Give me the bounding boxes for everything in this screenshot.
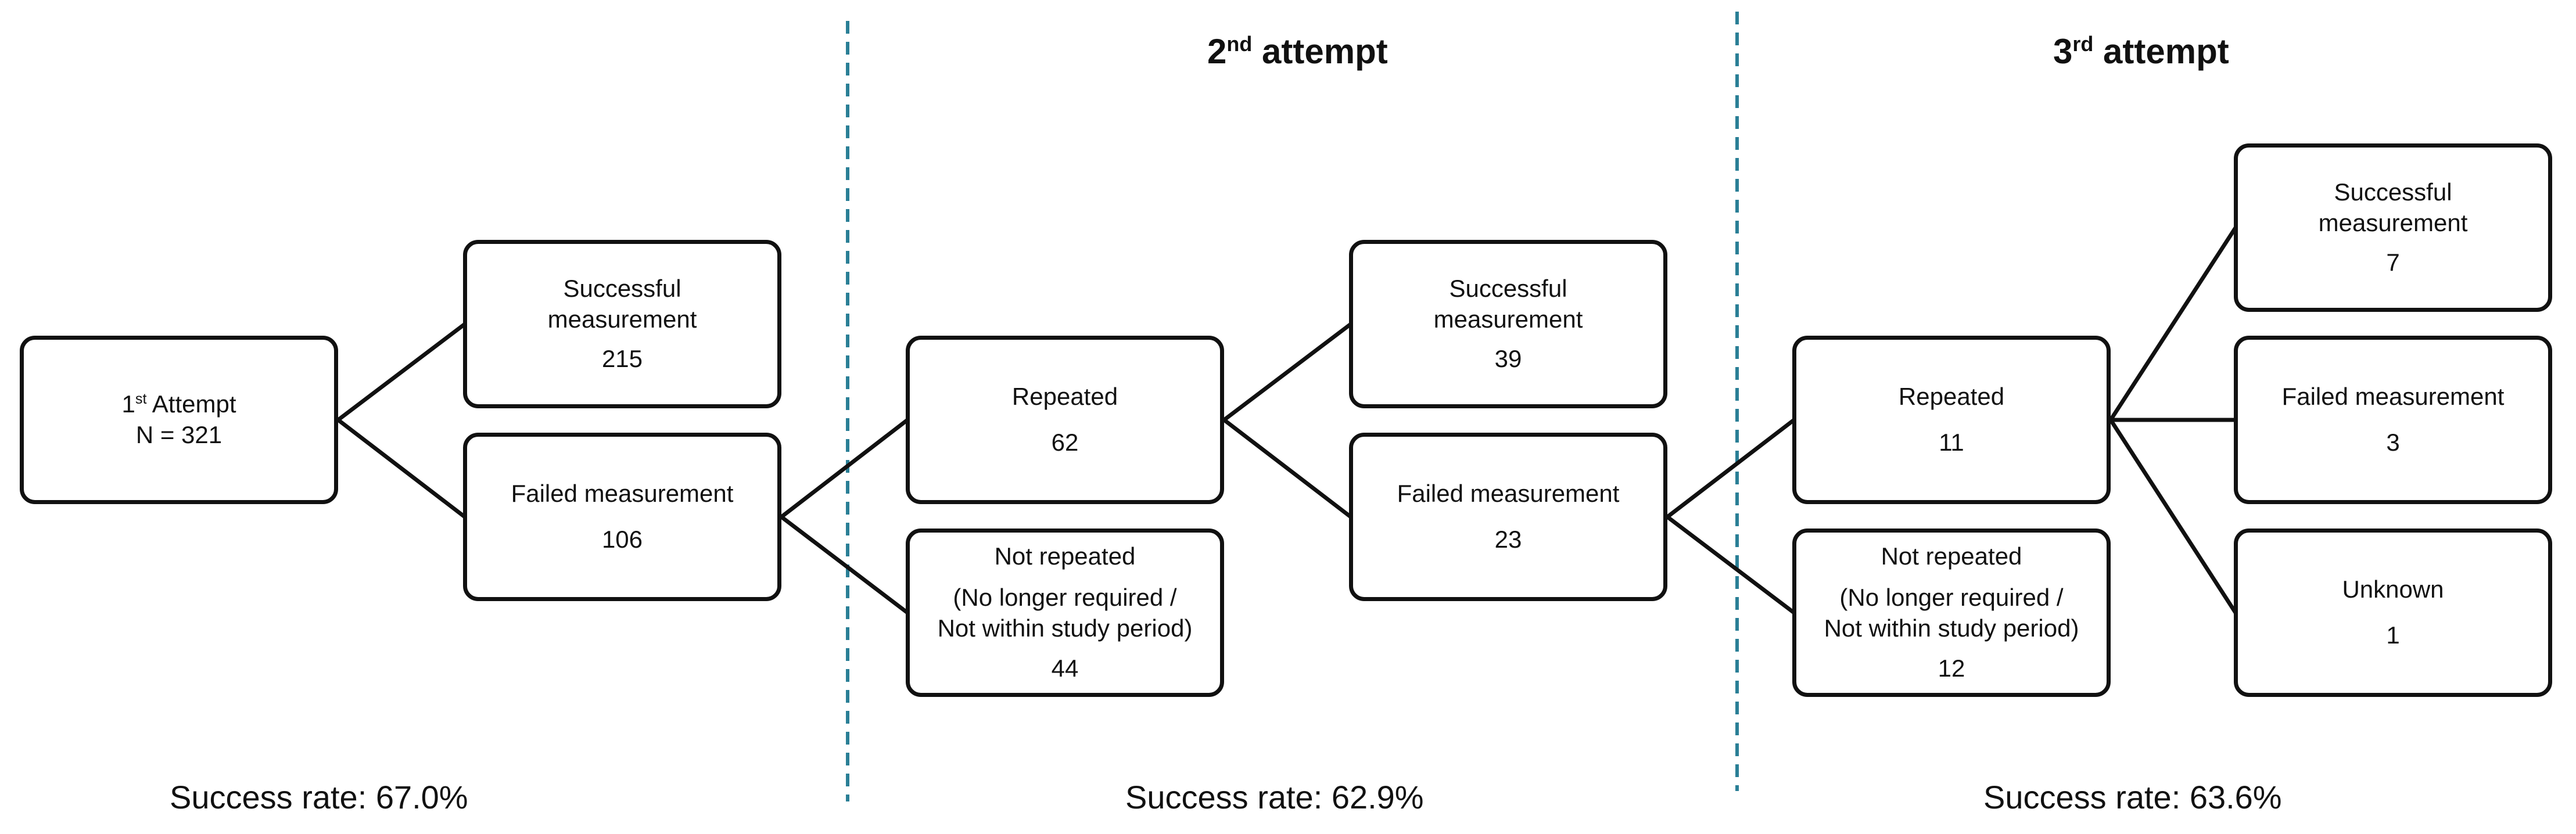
failed-2-count: 23 — [1494, 526, 1522, 553]
header-third-attempt: 3rd attempt — [2053, 32, 2229, 71]
header-second-attempt: 2nd attempt — [1207, 32, 1388, 71]
connector-failed1-repeated2 — [780, 418, 909, 519]
connector-failed1-notrepeated2 — [780, 515, 909, 614]
node-failed-2: Failed measurement 23 — [1349, 433, 1667, 601]
failed-1-label: Failed measurement — [511, 480, 734, 508]
node-not-repeated-3: Not repeated (No longer required / Not w… — [1792, 529, 2111, 697]
failed-3-count: 3 — [2386, 429, 2400, 456]
success-2-label-line1: Successful — [1449, 274, 1567, 302]
node-success-1: Successful measurement 215 — [463, 240, 781, 408]
failed-2-label: Failed measurement — [1397, 480, 1620, 508]
connector-failed2-repeated3 — [1666, 418, 1796, 519]
connector-repeated3-unknown3 — [2109, 419, 2237, 614]
failed-3-label: Failed measurement — [2281, 383, 2505, 411]
connector-repeated2-success2 — [1222, 322, 1352, 422]
success-rate-first: Success rate: 67.0% — [170, 779, 468, 815]
success-1-label-line1: Successful — [563, 274, 681, 302]
node-repeated-3: Repeated 11 — [1792, 336, 2111, 504]
node-failed-1: Failed measurement 106 — [463, 433, 781, 601]
first-attempt-count: N = 321 — [135, 421, 223, 448]
repeated-2-count: 62 — [1051, 429, 1079, 456]
not-repeated-3-count: 12 — [1938, 654, 1965, 682]
success-3-count: 7 — [2386, 249, 2400, 276]
success-rate-third: Success rate: 63.6% — [1983, 779, 2282, 815]
repeated-3-label: Repeated — [1898, 383, 2005, 411]
repeated-3-count: 11 — [1939, 429, 1964, 456]
connector-first-success1 — [336, 322, 467, 422]
not-repeated-2-count: 44 — [1051, 654, 1079, 682]
not-repeated-2-reason-line1: (No longer required / — [953, 584, 1177, 612]
not-repeated-3-label: Not repeated — [1881, 542, 2022, 570]
first-attempt-label: 1st Attempt — [121, 390, 236, 418]
node-failed-3: Failed measurement 3 — [2234, 336, 2552, 504]
unknown-3-label: Unknown — [2342, 576, 2444, 603]
connector-failed2-notrepeated3 — [1666, 515, 1796, 614]
node-first-attempt: 1st Attempt N = 321 — [20, 336, 338, 504]
unknown-3-count: 1 — [2386, 621, 2400, 649]
not-repeated-3-reason-line2: Not within study period) — [1824, 614, 2079, 642]
success-rate-second: Success rate: 62.9% — [1125, 779, 1424, 815]
success-3-label-line2: measurement — [2318, 208, 2468, 236]
connector-repeated3-success3 — [2109, 227, 2237, 421]
connector-repeated2-failed2 — [1222, 418, 1352, 519]
repeated-2-label: Repeated — [1011, 383, 1118, 411]
not-repeated-3-reason-line1: (No longer required / — [1839, 584, 2064, 612]
success-2-count: 39 — [1494, 345, 1522, 373]
node-success-3: Successful measurement 7 — [2234, 143, 2552, 312]
failed-1-count: 106 — [601, 526, 643, 553]
not-repeated-2-reason-line2: Not within study period) — [937, 614, 1193, 642]
connector-first-failed1 — [336, 418, 467, 519]
success-1-count: 215 — [601, 345, 643, 373]
not-repeated-2-label: Not repeated — [994, 542, 1136, 570]
node-unknown-3: Unknown 1 — [2234, 529, 2552, 697]
success-3-label-line1: Successful — [2334, 178, 2452, 206]
success-1-label-line2: measurement — [547, 305, 697, 333]
success-2-label-line2: measurement — [1433, 305, 1583, 333]
node-not-repeated-2: Not repeated (No longer required / Not w… — [906, 529, 1224, 697]
node-success-2: Successful measurement 39 — [1349, 240, 1667, 408]
node-repeated-2: Repeated 62 — [906, 336, 1224, 504]
